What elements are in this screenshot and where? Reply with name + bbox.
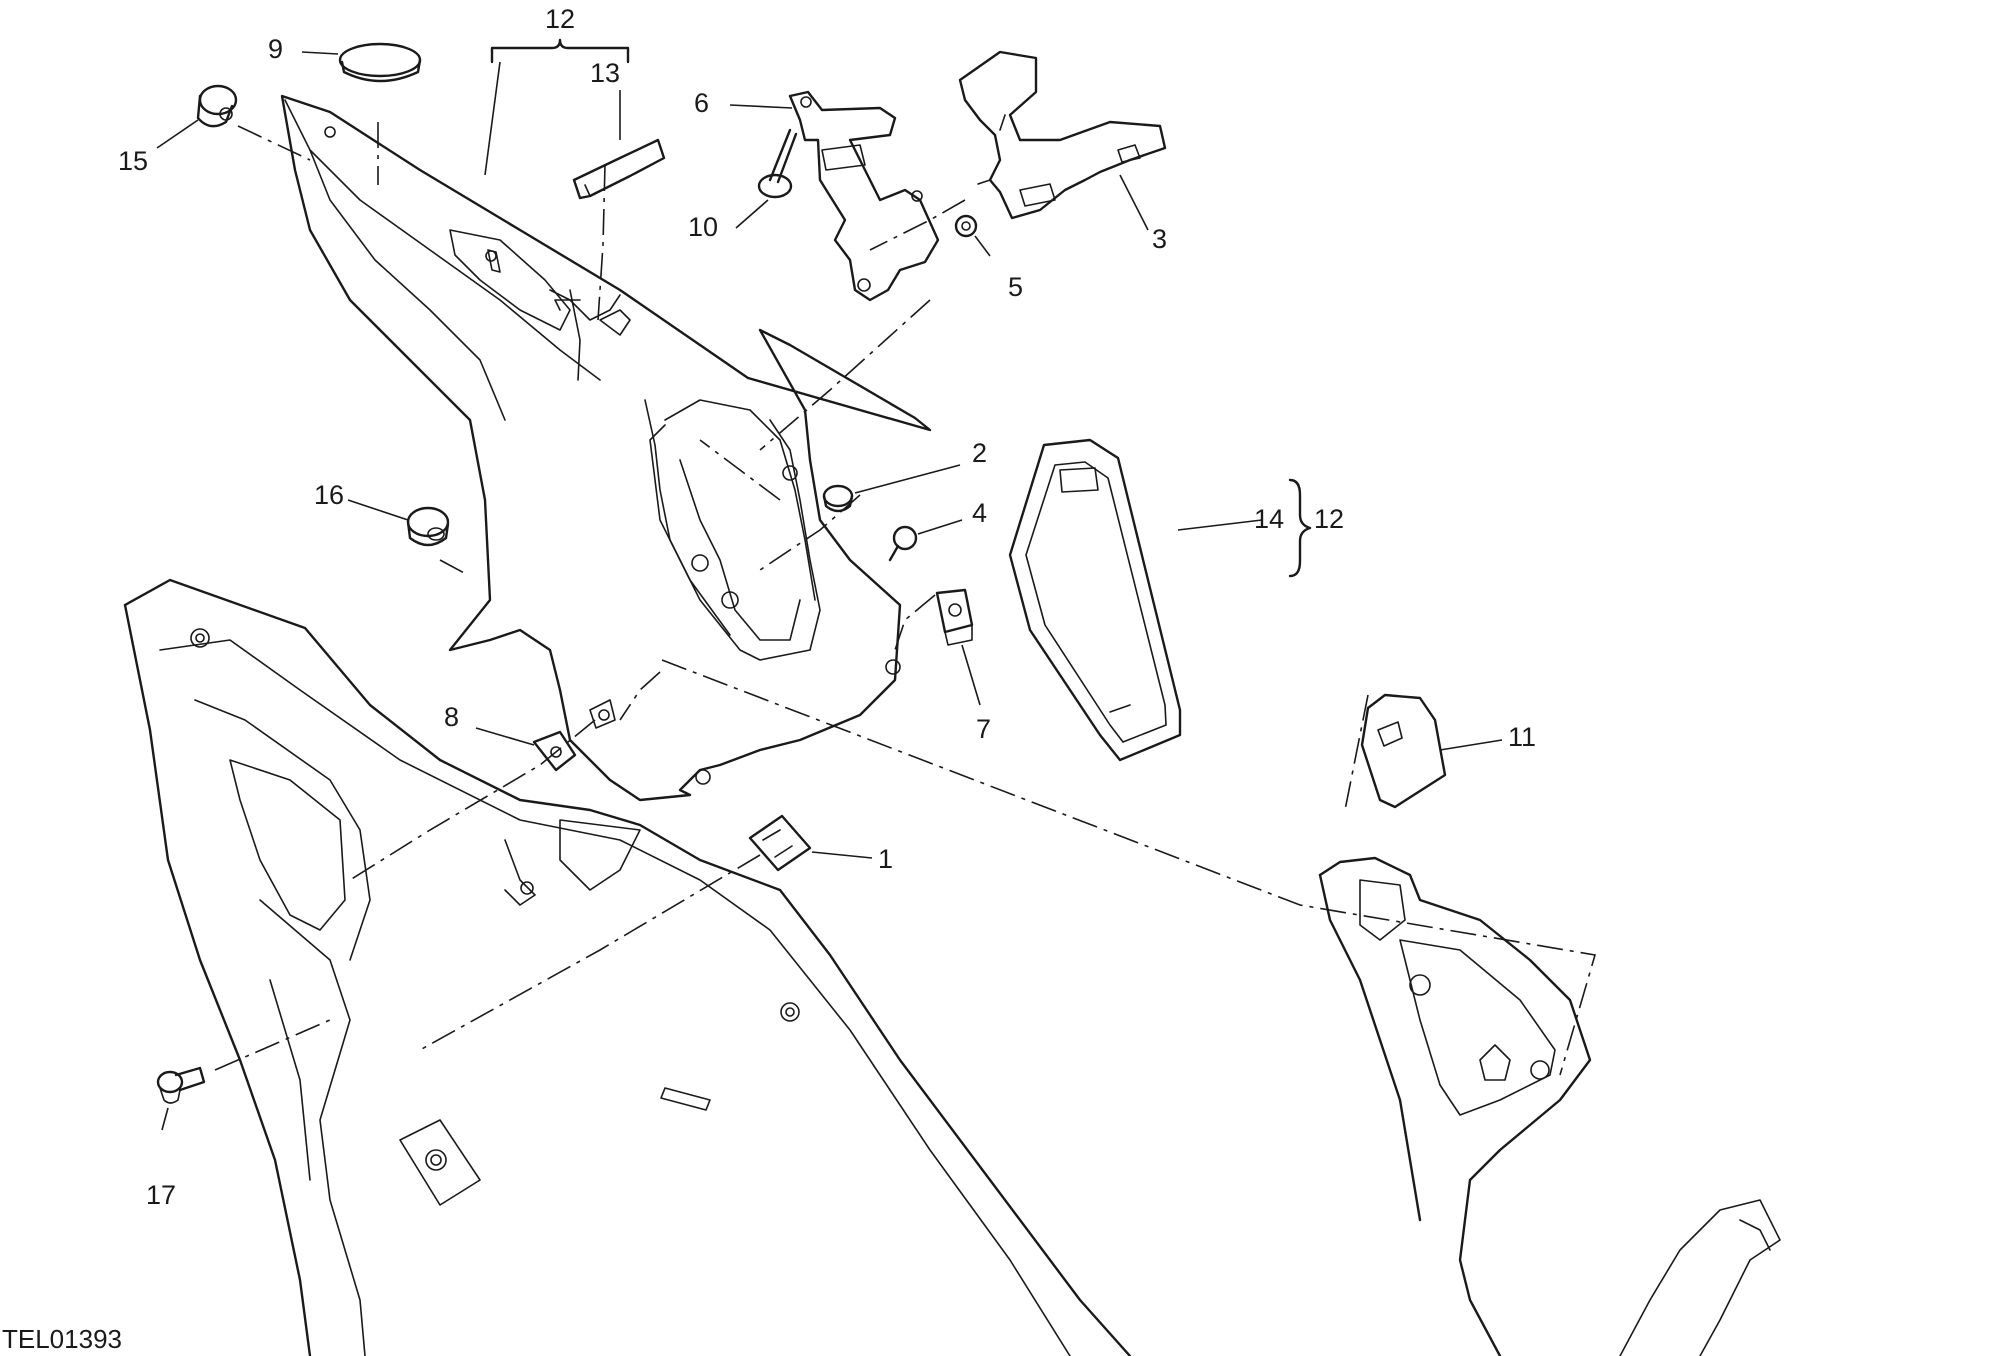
callout-2: 2	[972, 438, 987, 468]
callout-8: 8	[444, 702, 459, 732]
callout-6: 6	[694, 88, 709, 118]
callout-labels: 1 2 3 4 5 6 7 8 9 10 11 12 12 13 14 15 1…	[118, 4, 1536, 1210]
part-17-screw	[156, 1066, 206, 1104]
callout-4: 4	[972, 498, 987, 528]
tail-body-panel	[123, 578, 1132, 1356]
part-7-clip-nut	[935, 588, 974, 646]
part-9-cap	[338, 42, 422, 83]
callout-3: 3	[1152, 224, 1167, 254]
drawing-code: TEL01393	[2, 1324, 122, 1354]
callout-17: 17	[146, 1180, 176, 1210]
part-5-screw	[954, 214, 978, 238]
callout-9: 9	[268, 34, 283, 64]
part-3-lamp-support	[958, 50, 1167, 220]
callout-12-side: 12	[1314, 504, 1344, 534]
callout-5: 5	[1008, 272, 1023, 302]
part-15-grommet	[196, 84, 238, 128]
bracket-12-top	[490, 38, 630, 64]
rear-subframe	[1318, 856, 1781, 1356]
callout-11: 11	[1508, 722, 1536, 752]
part-13-clip	[572, 138, 666, 200]
part-11-light-unit	[1360, 693, 1447, 809]
part-10-pin	[757, 128, 798, 199]
part-6-plate-holder-bracket	[788, 90, 940, 302]
part-1-rubber-pad	[748, 814, 812, 872]
callout-1: 1	[878, 844, 893, 874]
callout-14: 14	[1254, 504, 1284, 534]
callout-7: 7	[976, 714, 991, 744]
callout-10: 10	[688, 212, 718, 242]
part-16-grommet	[406, 506, 450, 547]
part-8-clip-nut	[532, 730, 577, 772]
callout-13: 13	[590, 58, 620, 88]
callout-15: 15	[118, 146, 148, 176]
assembly-axis-lines	[214, 122, 1597, 1076]
part-2-nut	[822, 484, 854, 513]
callout-12-top: 12	[545, 4, 575, 34]
part-14-gasket-ring	[1008, 438, 1182, 762]
callout-leaders	[156, 51, 1503, 1131]
part-4-screw	[888, 525, 918, 562]
rear-mudguard	[280, 94, 932, 802]
callout-16: 16	[314, 480, 344, 510]
brace-12-side	[1288, 478, 1312, 578]
